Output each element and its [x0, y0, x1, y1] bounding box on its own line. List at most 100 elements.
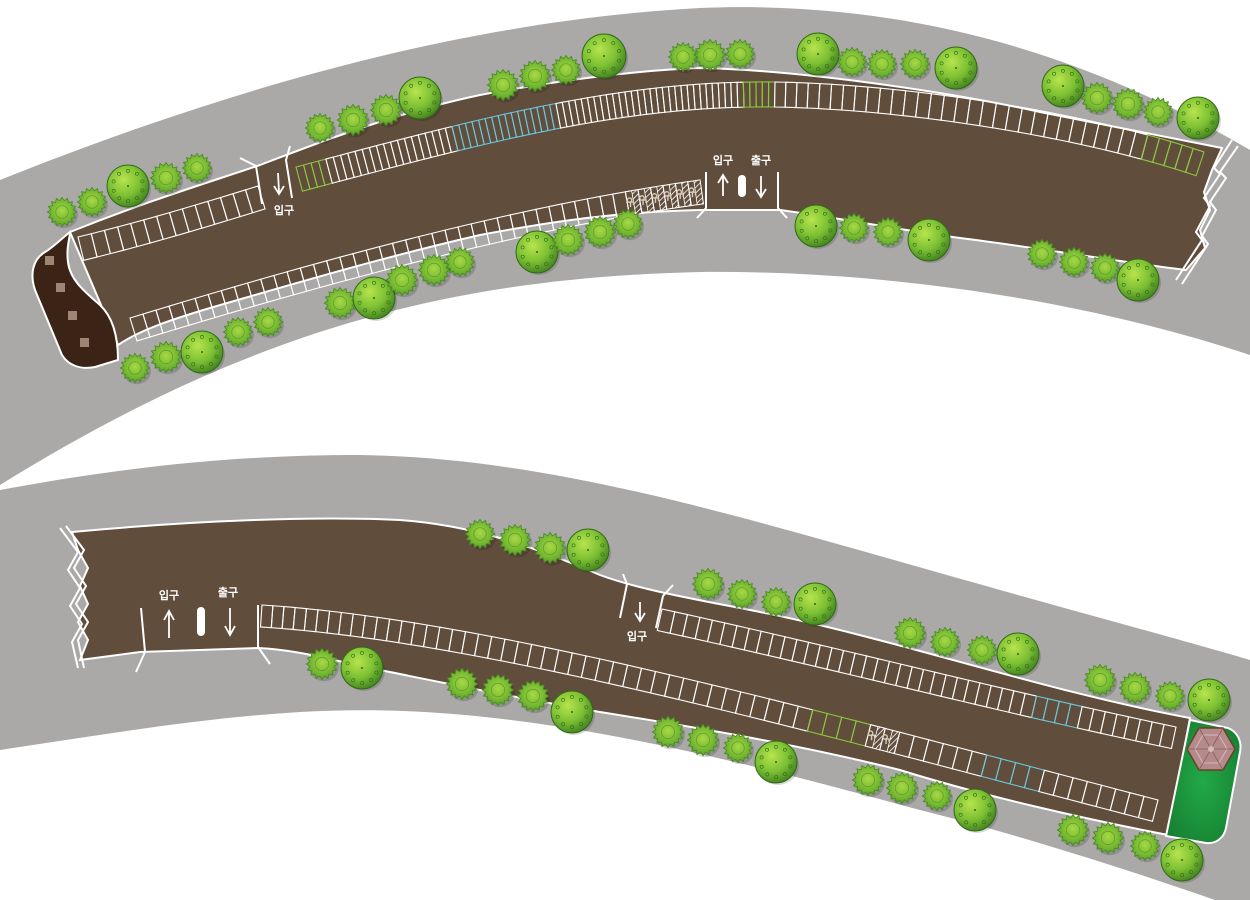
- shrub-icon: [149, 161, 183, 196]
- shrub-icon: [305, 647, 339, 682]
- shrub-icon: [921, 780, 953, 813]
- parking-stall-standard[interactable]: [1137, 795, 1159, 822]
- upper-east-gate: 입구 출구: [713, 153, 771, 199]
- up-arrow-icon: [717, 173, 729, 196]
- shrub-icon: [518, 59, 552, 94]
- upper-south-row: [129, 179, 705, 342]
- shrub-icon: [760, 586, 792, 619]
- parking-stall-compact[interactable]: [1184, 147, 1205, 177]
- shrub-icon: [444, 246, 476, 279]
- shrub-icon: [222, 316, 254, 349]
- shrub-icon: [304, 112, 336, 145]
- upper-lot: 입구 입구 출구: [0, 7, 1250, 486]
- accessible-parking-icon: [651, 192, 660, 203]
- tree-icon: [106, 164, 151, 209]
- entrance-label: 입구: [627, 630, 647, 643]
- tree-icon: [953, 788, 998, 833]
- shrub-icon: [417, 253, 451, 288]
- shrub-icon: [533, 531, 567, 566]
- tree-icon: [754, 740, 799, 785]
- shrub-icon: [119, 352, 151, 385]
- parking-stall-standard[interactable]: [244, 185, 266, 214]
- median-island: [197, 607, 205, 636]
- upper-break-line-2: [1181, 145, 1239, 285]
- upper-stall-layer: [77, 81, 1205, 342]
- shrub-icon: [1026, 238, 1058, 271]
- entrance-label: 입구: [274, 204, 294, 217]
- upper-west-entrance: 입구: [273, 172, 294, 217]
- tree-icon: [515, 230, 560, 275]
- tree-icon: [1041, 64, 1086, 109]
- shrub-icon: [464, 518, 496, 551]
- shrub-icon: [872, 216, 904, 249]
- accessible-parking-icon: [867, 730, 876, 741]
- shrub-icon: [550, 54, 582, 87]
- shrub-icon: [726, 578, 758, 611]
- down-arrow-icon: [224, 608, 236, 637]
- parking-stall-standard[interactable]: [1158, 723, 1177, 750]
- shrub-icon: [836, 46, 868, 79]
- tree-icon: [796, 32, 841, 77]
- shrub-icon: [1058, 246, 1090, 279]
- shrub-icon: [252, 306, 284, 339]
- shrub-icon: [1154, 680, 1186, 713]
- shrub-icon: [866, 48, 898, 81]
- entry-label: 입구: [159, 589, 179, 602]
- accessible-parking-icon: [688, 187, 697, 198]
- shrub-icon: [851, 763, 885, 798]
- accessible-parking-icon: [639, 195, 647, 205]
- up-arrow-icon: [163, 609, 175, 638]
- tree-icon: [398, 76, 443, 121]
- lower-west-gate: 입구 출구: [159, 585, 238, 638]
- down-arrow-icon: [755, 176, 767, 199]
- tree-icon: [1176, 96, 1221, 141]
- tree-icon: [180, 330, 225, 375]
- tree-icon: [352, 276, 397, 321]
- shrub-icon: [1118, 671, 1152, 706]
- shrub-icon: [551, 223, 585, 258]
- exit-label: 출구: [218, 585, 238, 599]
- shrub-icon: [1129, 830, 1161, 863]
- upper-west-north-row: [77, 185, 266, 261]
- lower-west-gate-curb: [135, 605, 271, 673]
- shrub-icon: [1111, 87, 1145, 122]
- lower-middle-entrance-curb: [619, 573, 674, 629]
- accessible-parking-icon: [882, 734, 890, 745]
- tree-icon: [340, 646, 385, 691]
- accessible-parking-icon: [676, 189, 684, 200]
- tree-icon: [1187, 678, 1232, 723]
- accessible-parking-icon: [626, 197, 635, 208]
- shrub-icon: [691, 567, 725, 602]
- tree-icon: [566, 528, 611, 573]
- shrub-icon: [612, 208, 644, 241]
- shrub-icon: [323, 286, 357, 321]
- tree-icon: [934, 46, 979, 91]
- tree-icon: [907, 218, 952, 263]
- shrub-icon: [385, 263, 419, 298]
- shrub-icon: [481, 673, 515, 708]
- shrub-icon: [899, 48, 931, 81]
- shrub-icon: [722, 732, 754, 765]
- shrub-icon: [1080, 81, 1114, 116]
- lower-lot: 입구 출구 입구: [0, 455, 1250, 900]
- down-arrow-icon: [634, 602, 646, 623]
- accessible-parking-icon: [663, 190, 672, 201]
- hexagon-gazebo-icon: [1186, 727, 1236, 771]
- shrub-icon: [893, 616, 927, 651]
- shrub-icon: [445, 667, 479, 702]
- upper-trees: [46, 32, 1221, 385]
- upper-end-cap: [31, 229, 120, 369]
- shrub-icon: [838, 212, 870, 245]
- shrub-icon: [1142, 96, 1174, 129]
- shrub-icon: [1089, 252, 1121, 285]
- shrub-icon: [929, 626, 961, 659]
- shrub-icon: [76, 186, 108, 219]
- exit-label: 출구: [751, 153, 771, 167]
- shrub-icon: [1091, 821, 1125, 856]
- shrub-icon: [1056, 813, 1090, 848]
- hatched-access-aisle: [693, 179, 704, 206]
- tree-icon: [1116, 258, 1161, 303]
- shrub-icon: [149, 340, 183, 375]
- shrub-icon: [966, 634, 998, 667]
